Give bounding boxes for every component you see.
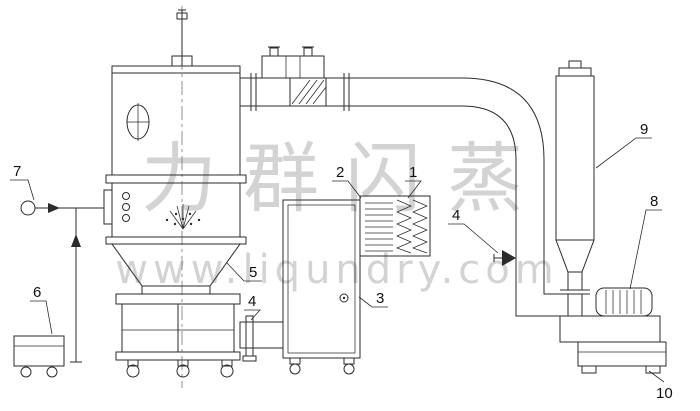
flow-arrow-up <box>71 234 81 247</box>
caster-wheel <box>289 363 301 375</box>
inlet-air-duct <box>239 315 284 362</box>
feed-trolley <box>13 335 65 378</box>
exhaust-duct <box>240 46 568 317</box>
blower-base <box>577 341 667 367</box>
watermark-brand-text: 力群闪蒸 <box>141 134 549 223</box>
control-cabinet <box>282 199 361 375</box>
caster-wheel <box>220 364 234 378</box>
motor <box>595 287 653 317</box>
callout-4-bottom: 4 <box>248 293 256 310</box>
callout-9: 9 <box>640 121 648 138</box>
callout-4-top: 4 <box>452 207 460 224</box>
heating-coil <box>395 199 412 254</box>
blower-unit <box>559 287 667 374</box>
callout-3: 3 <box>376 290 384 307</box>
heating-coil <box>411 199 428 254</box>
callout-6: 6 <box>33 284 41 301</box>
caster-wheel <box>126 364 140 378</box>
vessel-support-cart <box>115 293 241 378</box>
heater-fins <box>365 202 393 252</box>
callout-labels: 7 6 5 4 3 2 1 4 9 8 10 <box>10 121 673 402</box>
duct-fitting-box <box>261 55 325 79</box>
air-heater <box>359 195 431 257</box>
flex-connector <box>289 78 327 106</box>
watermark: 力群闪蒸 www.liqundry.com <box>115 134 558 293</box>
feed-pipe <box>20 200 104 363</box>
caster-wheel <box>20 366 32 378</box>
spray-pattern <box>165 204 201 230</box>
fluid-bed-vessel <box>103 9 247 295</box>
callout-8: 8 <box>650 193 658 210</box>
caster-wheel <box>46 366 58 378</box>
fan-housing <box>559 315 661 343</box>
callout-5: 5 <box>249 264 257 281</box>
callout-10: 10 <box>656 385 673 402</box>
cabinet-handle <box>339 293 349 303</box>
flow-arrow-right <box>48 203 60 213</box>
caster-wheel <box>176 364 190 378</box>
feed-inlet-port <box>20 200 36 216</box>
callout-7: 7 <box>13 163 21 180</box>
caster-wheel <box>343 363 355 375</box>
callout-1: 1 <box>409 164 417 181</box>
watermark-url-text: www.liqundry.com <box>115 247 558 293</box>
callout-2: 2 <box>336 164 344 181</box>
duct-valve <box>493 250 516 266</box>
cyclone-separator <box>555 60 595 316</box>
